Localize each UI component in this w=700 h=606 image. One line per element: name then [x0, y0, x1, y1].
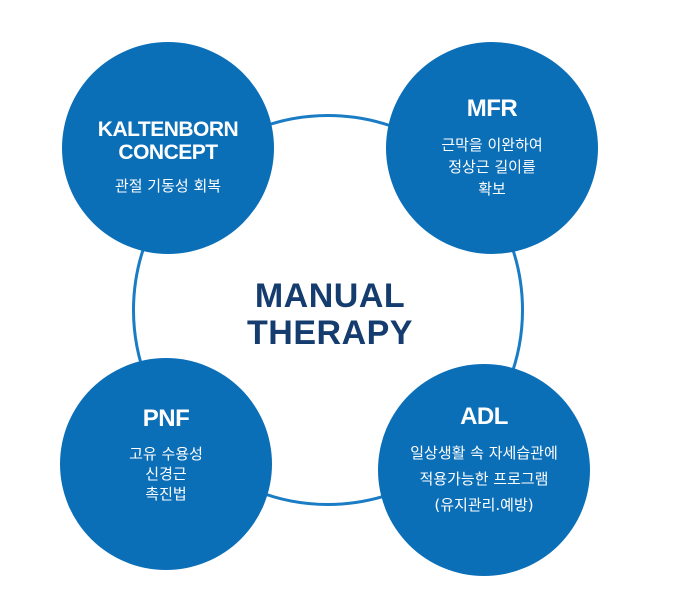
node-pnf-desc-line1: 고유 수용성 [129, 445, 203, 463]
node-mfr: MFR 근막을 이완하여 정상근 길이를 확보 [386, 42, 598, 254]
node-pnf-desc-line3: 촉진법 [145, 485, 187, 503]
center-title: MANUAL THERAPY [180, 278, 480, 352]
node-mfr-desc-line2: 정상근 길이를 [448, 158, 536, 176]
node-mfr-desc-line3: 확보 [478, 180, 506, 198]
center-title-line1: MANUAL [254, 277, 406, 315]
node-adl-desc-line3: (유지관리.예방) [434, 496, 534, 514]
node-kaltenborn-title: KALTENBORN CONCEPT [62, 118, 274, 164]
node-kaltenborn-title-line1: KALTENBORN [97, 118, 239, 141]
node-mfr-desc: 근막을 이완하여 정상근 길이를 확보 [386, 134, 598, 200]
center-title-line2: THERAPY [247, 314, 413, 352]
node-pnf-desc-line2: 신경근 [145, 465, 187, 483]
node-mfr-desc-line1: 근막을 이완하여 [441, 136, 543, 154]
node-adl-desc-line1: 일상생활 속 자세습관에 [410, 444, 558, 462]
node-pnf-desc: 고유 수용성 신경근 촉진법 [60, 444, 272, 504]
connecting-ring [132, 114, 524, 506]
node-adl: ADL 일상생활 속 자세습관에 적용가능한 프로그램 (유지관리.예방) [378, 364, 590, 576]
node-kaltenborn-desc-line1: 관절 기동성 회복 [114, 177, 222, 195]
node-kaltenborn-concept: KALTENBORN CONCEPT 관절 기동성 회복 [62, 42, 274, 254]
node-kaltenborn-title-line2: CONCEPT [118, 141, 218, 164]
node-mfr-title: MFR [466, 95, 518, 122]
node-adl-desc-line2: 적용가능한 프로그램 [419, 470, 549, 488]
node-adl-desc: 일상생활 속 자세습관에 적용가능한 프로그램 (유지관리.예방) [378, 440, 590, 518]
node-pnf-title: PNF [142, 405, 190, 432]
node-pnf: PNF 고유 수용성 신경근 촉진법 [60, 358, 272, 570]
node-kaltenborn-desc: 관절 기동성 회복 [62, 176, 274, 196]
node-adl-title: ADL [460, 403, 508, 430]
